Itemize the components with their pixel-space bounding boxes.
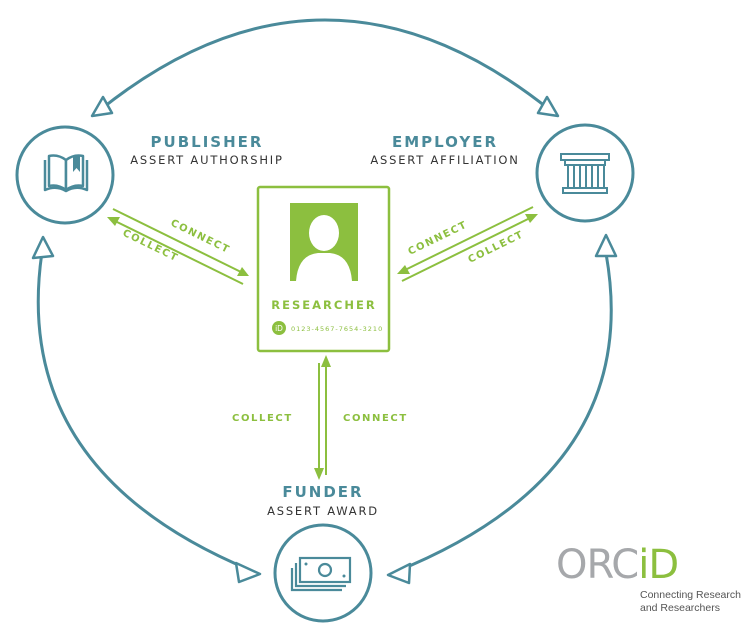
arc-arrowheads [31, 95, 618, 585]
arrowhead-funder-right [386, 562, 412, 585]
arc-employer-funder [394, 247, 613, 574]
arrowhead-funder-left [234, 561, 262, 584]
arrowhead-employer-top [536, 95, 560, 118]
funder-subtitle: ASSERT AWARD [267, 504, 379, 518]
publisher-node [15, 125, 115, 225]
orcid-logo: ORCiD Connecting Research and Researcher… [556, 542, 741, 614]
orcid-logo-prefix: ORC [556, 542, 638, 588]
orcid-id-badge-text: iD [275, 324, 283, 333]
employer-title: EMPLOYER [392, 133, 498, 151]
book-icon [43, 154, 89, 193]
researcher-title: RESEARCHER [271, 298, 376, 312]
arc-publisher-funder [36, 251, 251, 572]
flow-arrows [107, 206, 538, 480]
publisher-flow-arrows [107, 208, 249, 285]
employer-node [535, 123, 635, 223]
researcher-card: RESEARCHER iD 0123-4567-7654-3210 [256, 185, 391, 353]
cycle-arcs [36, 18, 613, 574]
orcid-logo-wordmark: ORCiD [556, 542, 678, 588]
arrowhead-publisher-top [90, 95, 114, 118]
person-icon [290, 203, 358, 281]
orcid-logo-suffix: iD [638, 542, 678, 588]
orcid-logo-tagline-2: and Researchers [640, 602, 720, 614]
arc-publisher-employer [99, 18, 551, 112]
funder-connect-label: CONNECT [343, 413, 408, 424]
funder-collect-label: COLLECT [232, 413, 293, 424]
publisher-connect-label: CONNECT [169, 218, 232, 256]
arrowhead-employer-bottom [594, 233, 618, 258]
arrowhead-publisher-bottom [31, 235, 55, 260]
money-icon [290, 556, 352, 592]
node-labels: PUBLISHER ASSERT AUTHORSHIP EMPLOYER ASS… [130, 133, 519, 518]
employer-flow-arrows [397, 206, 538, 282]
publisher-title: PUBLISHER [151, 133, 264, 151]
funder-node [273, 523, 373, 623]
funder-flow-arrows [314, 355, 331, 480]
employer-subtitle: ASSERT AFFILIATION [370, 153, 519, 167]
orcid-logo-tagline-1: Connecting Research [640, 589, 741, 601]
publisher-collect-label: COLLECT [121, 228, 180, 265]
orcid-id-number: 0123-4567-7654-3210 [291, 325, 383, 333]
publisher-subtitle: ASSERT AUTHORSHIP [130, 153, 283, 167]
orcid-id-badge [272, 321, 286, 335]
building-icon [560, 153, 610, 194]
funder-title: FUNDER [282, 483, 363, 501]
